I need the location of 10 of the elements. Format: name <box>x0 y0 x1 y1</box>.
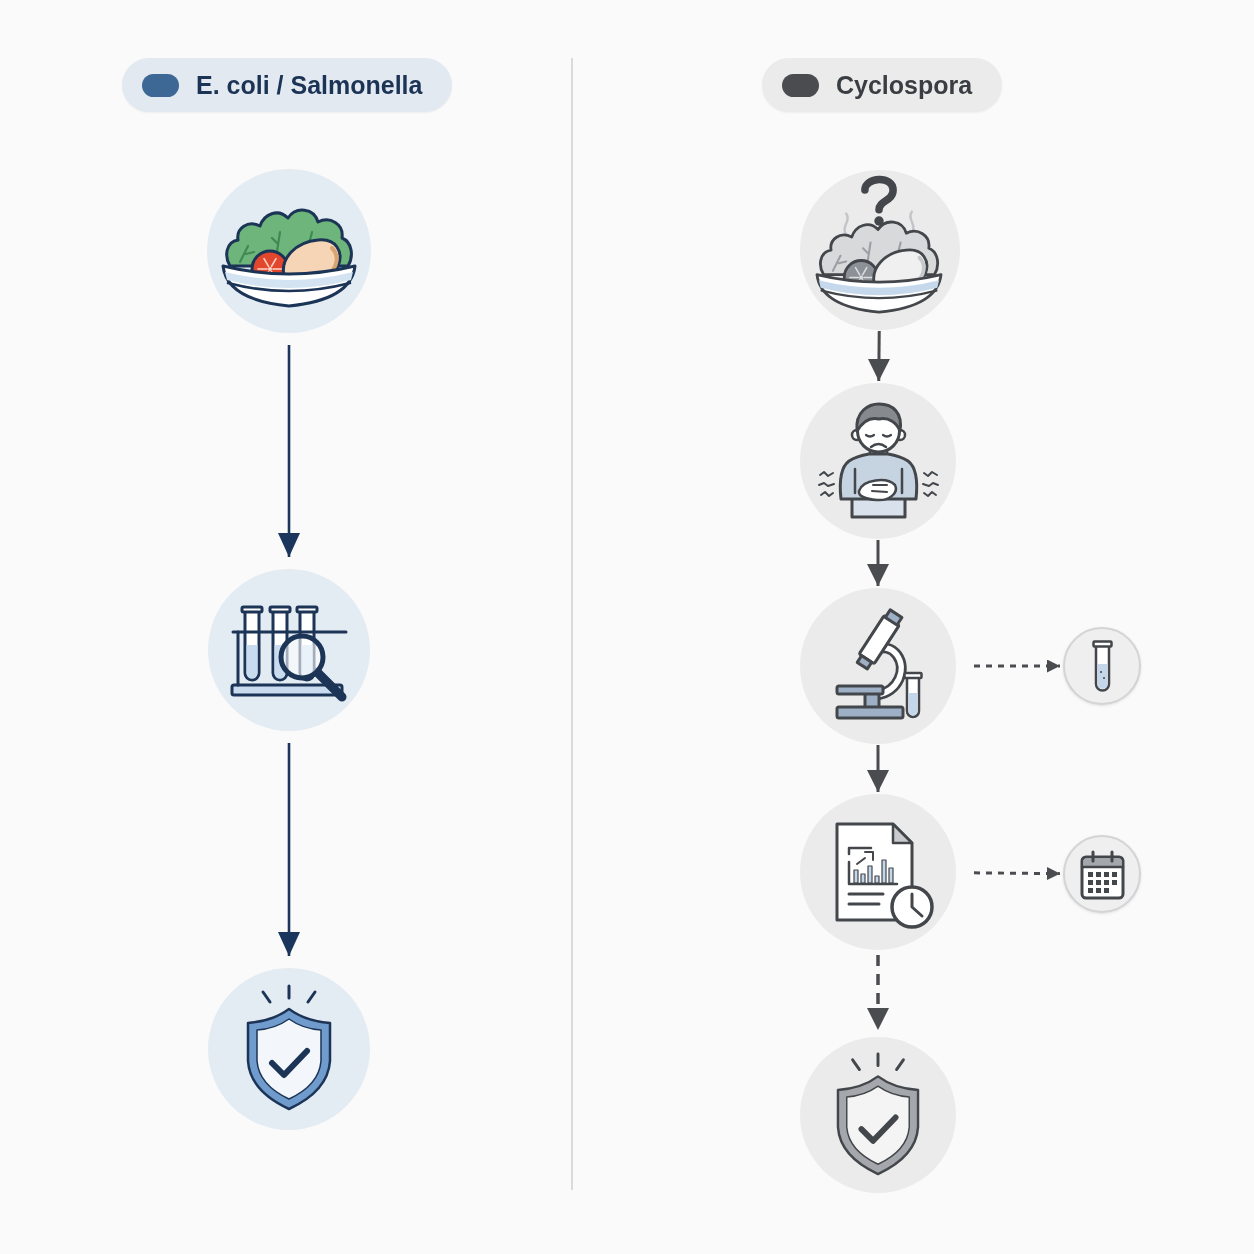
legend-label: Cyclospora <box>836 70 973 100</box>
legend-label: E. coli / Salmonella <box>196 70 423 100</box>
dashed-arrow <box>974 659 1060 673</box>
arrow <box>278 743 300 956</box>
arrow <box>867 331 890 381</box>
dashed-arrow <box>867 955 889 1030</box>
arrow <box>867 540 889 586</box>
dashed-arrow <box>974 867 1060 880</box>
arrow <box>867 745 889 792</box>
arrow <box>278 345 300 557</box>
